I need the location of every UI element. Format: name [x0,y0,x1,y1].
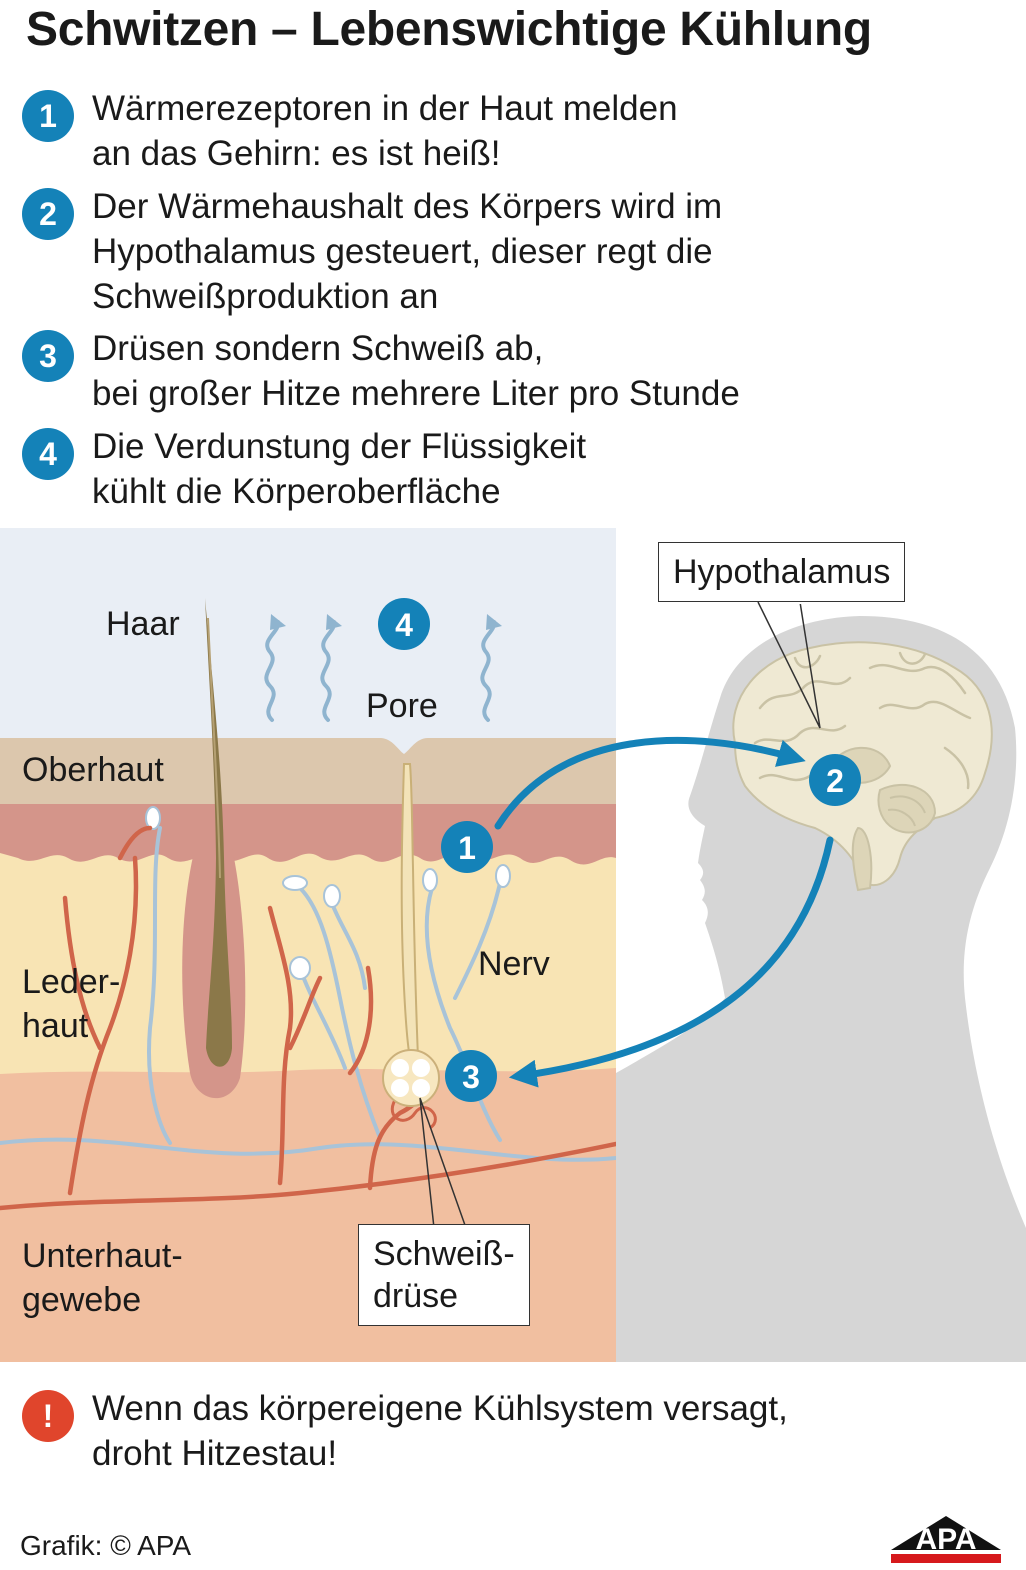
callout-hypothalamus: Hypothalamus [658,542,906,602]
step-3-badge: 3 [22,330,74,382]
arrow-skin-to-brain [494,736,806,830]
sweating-diagram: 1 2 3 4 Haar Pore Oberhaut Leder- haut N… [0,528,1026,1364]
svg-text:3: 3 [462,1059,480,1095]
warning-note: ! Wenn das körpereigene Kühlsystem versa… [22,1386,1002,1486]
label-oberhaut: Oberhaut [22,751,164,789]
marker-2: 2 [809,754,861,806]
label-haar: Haar [106,605,180,643]
evaporation-waves [264,620,497,722]
warning-text: Wenn das körpereigene Kühlsystem versagt… [92,1389,788,1473]
skin-cross-section [0,528,616,1362]
step-3-text: Drüsen sondern Schweiß ab, bei großer Hi… [92,329,740,413]
warning-icon: ! [22,1390,74,1442]
sweat-gland [382,1049,440,1107]
svg-text:2: 2 [826,763,844,799]
arrow-brain-to-gland [508,836,834,1088]
source-credit: Grafik: © APA [20,1530,192,1561]
callout-schweissdruese: Schweiß- drüse [358,1224,530,1326]
step-1-badge: 1 [22,90,74,142]
brain [732,641,993,892]
step-2-text: Der Wärmehaushalt des Körpers wird im Hy… [92,187,723,316]
step-4-text: Die Verdunstung der Flüssigkeit kühlt di… [92,427,587,511]
marker-3: 3 [445,1050,497,1102]
svg-text:APA: APA [915,1523,976,1556]
svg-text:1: 1 [458,830,476,866]
label-lederhaut: Leder- haut [22,963,121,1045]
label-pore: Pore [366,687,438,725]
step-1-text: Wärmerezeptoren in der Haut melden an da… [92,89,678,173]
apa-logo: APA [891,1516,1001,1563]
label-nerv: Nerv [478,945,550,983]
svg-text:4: 4 [395,607,413,643]
marker-4: 4 [378,598,430,650]
step-4-badge: 4 [22,428,74,480]
step-2-badge: 2 [22,188,74,240]
marker-1: 1 [441,821,493,873]
page-title: Schwitzen – Lebenswichtige Kühlung [26,3,872,56]
diagram-illustration: 1 2 3 4 [0,528,1026,1362]
label-unterhautgewebe: Unterhaut- gewebe [22,1237,183,1319]
